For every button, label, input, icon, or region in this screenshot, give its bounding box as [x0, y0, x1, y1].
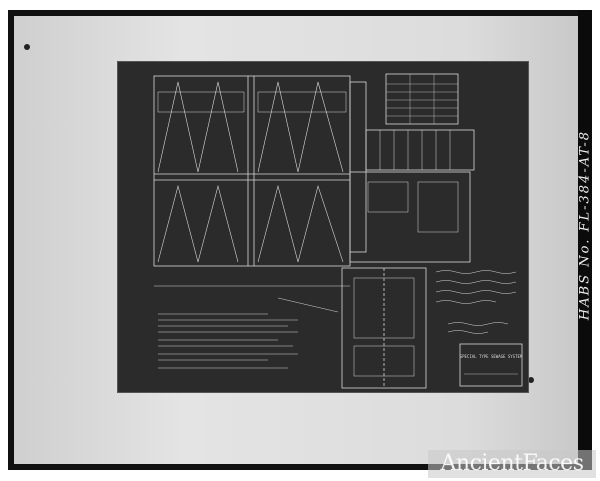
side-label-band	[578, 10, 592, 470]
title-block	[459, 343, 523, 387]
habs-caption: HABS No. FL-384-AT-8	[577, 129, 593, 321]
title-block-text: SPECIAL TYPE SEWAGE SYSTEM	[460, 354, 523, 359]
pin-hole	[528, 377, 534, 383]
blueprint-drawing: SPECIAL TYPE SEWAGE SYSTEM	[118, 62, 528, 392]
watermark: AncientFaces	[428, 450, 596, 478]
notes-text-lines	[158, 313, 298, 369]
floor-plan: SPECIAL TYPE SEWAGE SYSTEM	[153, 73, 523, 389]
pin-hole	[24, 44, 30, 50]
roof-truss-lines	[157, 81, 344, 263]
schedule-table	[385, 73, 459, 125]
main-building-outline	[153, 75, 351, 267]
handwritten-notes	[435, 270, 517, 334]
